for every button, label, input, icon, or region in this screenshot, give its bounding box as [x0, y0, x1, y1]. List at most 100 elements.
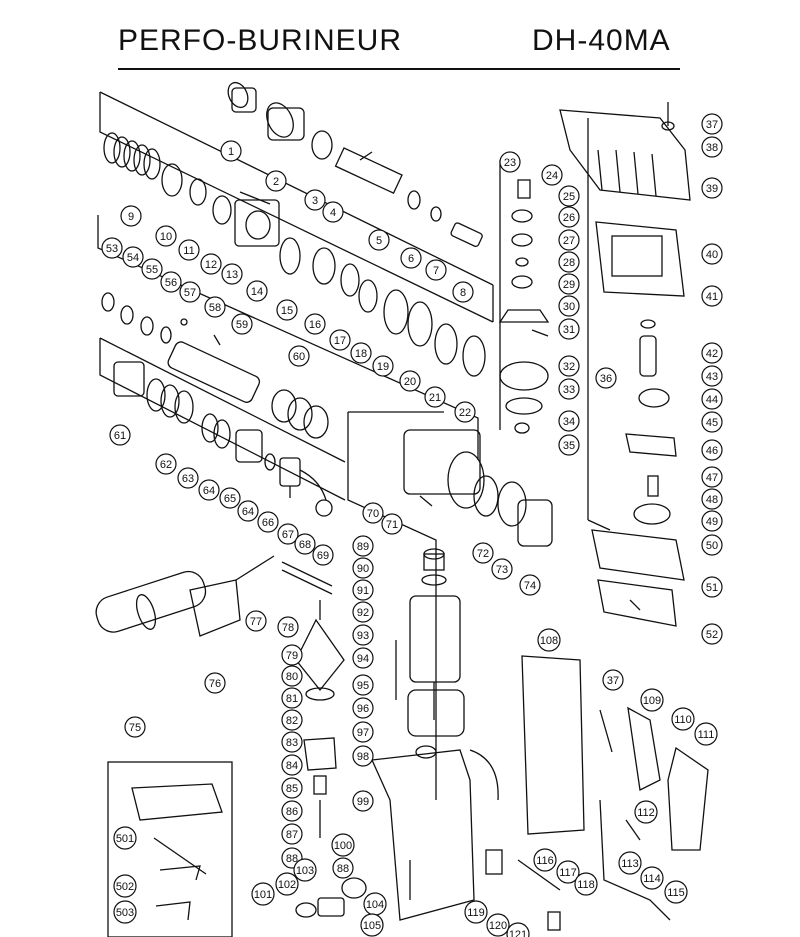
callout-label: 23 [504, 157, 516, 169]
callout-label: 81 [286, 693, 298, 705]
callout-label: 15 [281, 305, 293, 317]
callout-26: 26 [558, 206, 580, 228]
callout-label: 54 [127, 252, 139, 264]
callout-label: 114 [643, 873, 661, 885]
callout-label: 41 [706, 291, 718, 303]
callout-label: 111 [698, 729, 715, 741]
rear-handle-housing [521, 655, 709, 921]
callout-90: 90 [352, 557, 374, 579]
callout-105: 105 [360, 913, 384, 937]
callout-43: 43 [701, 365, 723, 387]
callout-label: 73 [496, 564, 508, 576]
title-rule [118, 68, 680, 70]
callout-3: 3 [304, 189, 326, 211]
callout-82: 82 [281, 709, 303, 731]
callout-13: 13 [221, 263, 243, 285]
callout-41: 41 [701, 285, 723, 307]
callout-9: 9 [120, 205, 142, 227]
callout-label: 100 [334, 840, 352, 852]
callout-40: 40 [701, 243, 723, 265]
callout-label: 64 [203, 485, 215, 497]
callout-label: 20 [404, 376, 416, 388]
callout-111: 111 [694, 722, 718, 746]
callout-label: 93 [357, 630, 369, 642]
callout-100: 100 [331, 833, 355, 857]
callout-label: 66 [262, 517, 274, 529]
callout-label: 17 [334, 335, 346, 347]
callout-label: 2 [273, 176, 279, 188]
callout-88b: 88 [332, 857, 354, 879]
callout-label: 43 [706, 371, 718, 383]
callout-16: 16 [304, 313, 326, 335]
callout-label: 70 [367, 508, 379, 520]
callout-label: 38 [706, 142, 718, 154]
diagram-title: PERFO-BURINEUR [118, 24, 403, 57]
callout-59: 59 [231, 313, 253, 335]
callout-label: 110 [674, 714, 692, 726]
callout-label: 91 [357, 585, 369, 597]
callout-label: 88 [286, 853, 298, 865]
callout-6: 6 [400, 247, 422, 269]
callout-label: 49 [706, 516, 718, 528]
callout-116: 116 [533, 848, 557, 872]
callout-64b: 64 [237, 500, 259, 522]
callout-74: 74 [519, 574, 541, 596]
callout-117: 117 [556, 860, 580, 884]
callout-label: 4 [330, 207, 336, 219]
callout-94: 94 [352, 647, 374, 669]
callout-label: 7 [433, 265, 439, 277]
callout-label: 39 [706, 183, 718, 195]
callout-label: 37 [706, 119, 718, 131]
callout-21: 21 [424, 386, 446, 408]
crank-mechanism [498, 102, 691, 627]
callout-23: 23 [499, 151, 521, 173]
callout-label: 88 [337, 863, 349, 875]
callout-95: 95 [352, 674, 374, 696]
callout-1: 1 [220, 140, 242, 162]
callout-57: 57 [179, 281, 201, 303]
callout-label: 108 [540, 635, 558, 647]
callout-8: 8 [452, 281, 474, 303]
callout-label: 503 [116, 907, 134, 919]
callout-label: 97 [357, 727, 369, 739]
callout-85: 85 [281, 777, 303, 799]
callout-118: 118 [574, 872, 598, 896]
callout-80: 80 [281, 665, 303, 687]
callout-77: 77 [245, 610, 267, 632]
callout-79: 79 [281, 644, 303, 666]
model-number: DH-40MA [532, 24, 671, 57]
callout-109: 109 [640, 688, 664, 712]
callout-label: 55 [146, 264, 158, 276]
callout-label: 120 [489, 920, 507, 932]
callout-75: 75 [124, 716, 146, 738]
callout-120: 120 [486, 913, 510, 937]
callout-label: 50 [706, 540, 718, 552]
callout-27: 27 [558, 229, 580, 251]
callout-503: 503 [113, 900, 137, 924]
callout-87: 87 [281, 823, 303, 845]
callout-108: 108 [537, 628, 561, 652]
callout-76: 76 [204, 672, 226, 694]
callout-33: 33 [558, 378, 580, 400]
callout-label: 80 [286, 671, 298, 683]
callout-label: 90 [357, 563, 369, 575]
bottom-small-parts [295, 849, 561, 931]
callout-label: 1 [228, 146, 234, 158]
callout-56: 56 [160, 271, 182, 293]
accessory-panel [107, 761, 233, 937]
callout-label: 21 [429, 392, 441, 404]
callout-115: 115 [664, 880, 688, 904]
callout-label: 92 [357, 607, 369, 619]
callout-label: 78 [282, 622, 294, 634]
callout-39: 39 [701, 177, 723, 199]
callout-58: 58 [204, 296, 226, 318]
callout-15: 15 [276, 299, 298, 321]
callout-label: 501 [116, 833, 134, 845]
callout-label: 72 [477, 548, 489, 560]
callout-29: 29 [558, 273, 580, 295]
callout-label: 18 [355, 348, 367, 360]
callout-121: 121 [506, 922, 530, 937]
callout-label: 502 [116, 881, 134, 893]
callout-label: 68 [299, 539, 311, 551]
callout-label: 85 [286, 783, 298, 795]
